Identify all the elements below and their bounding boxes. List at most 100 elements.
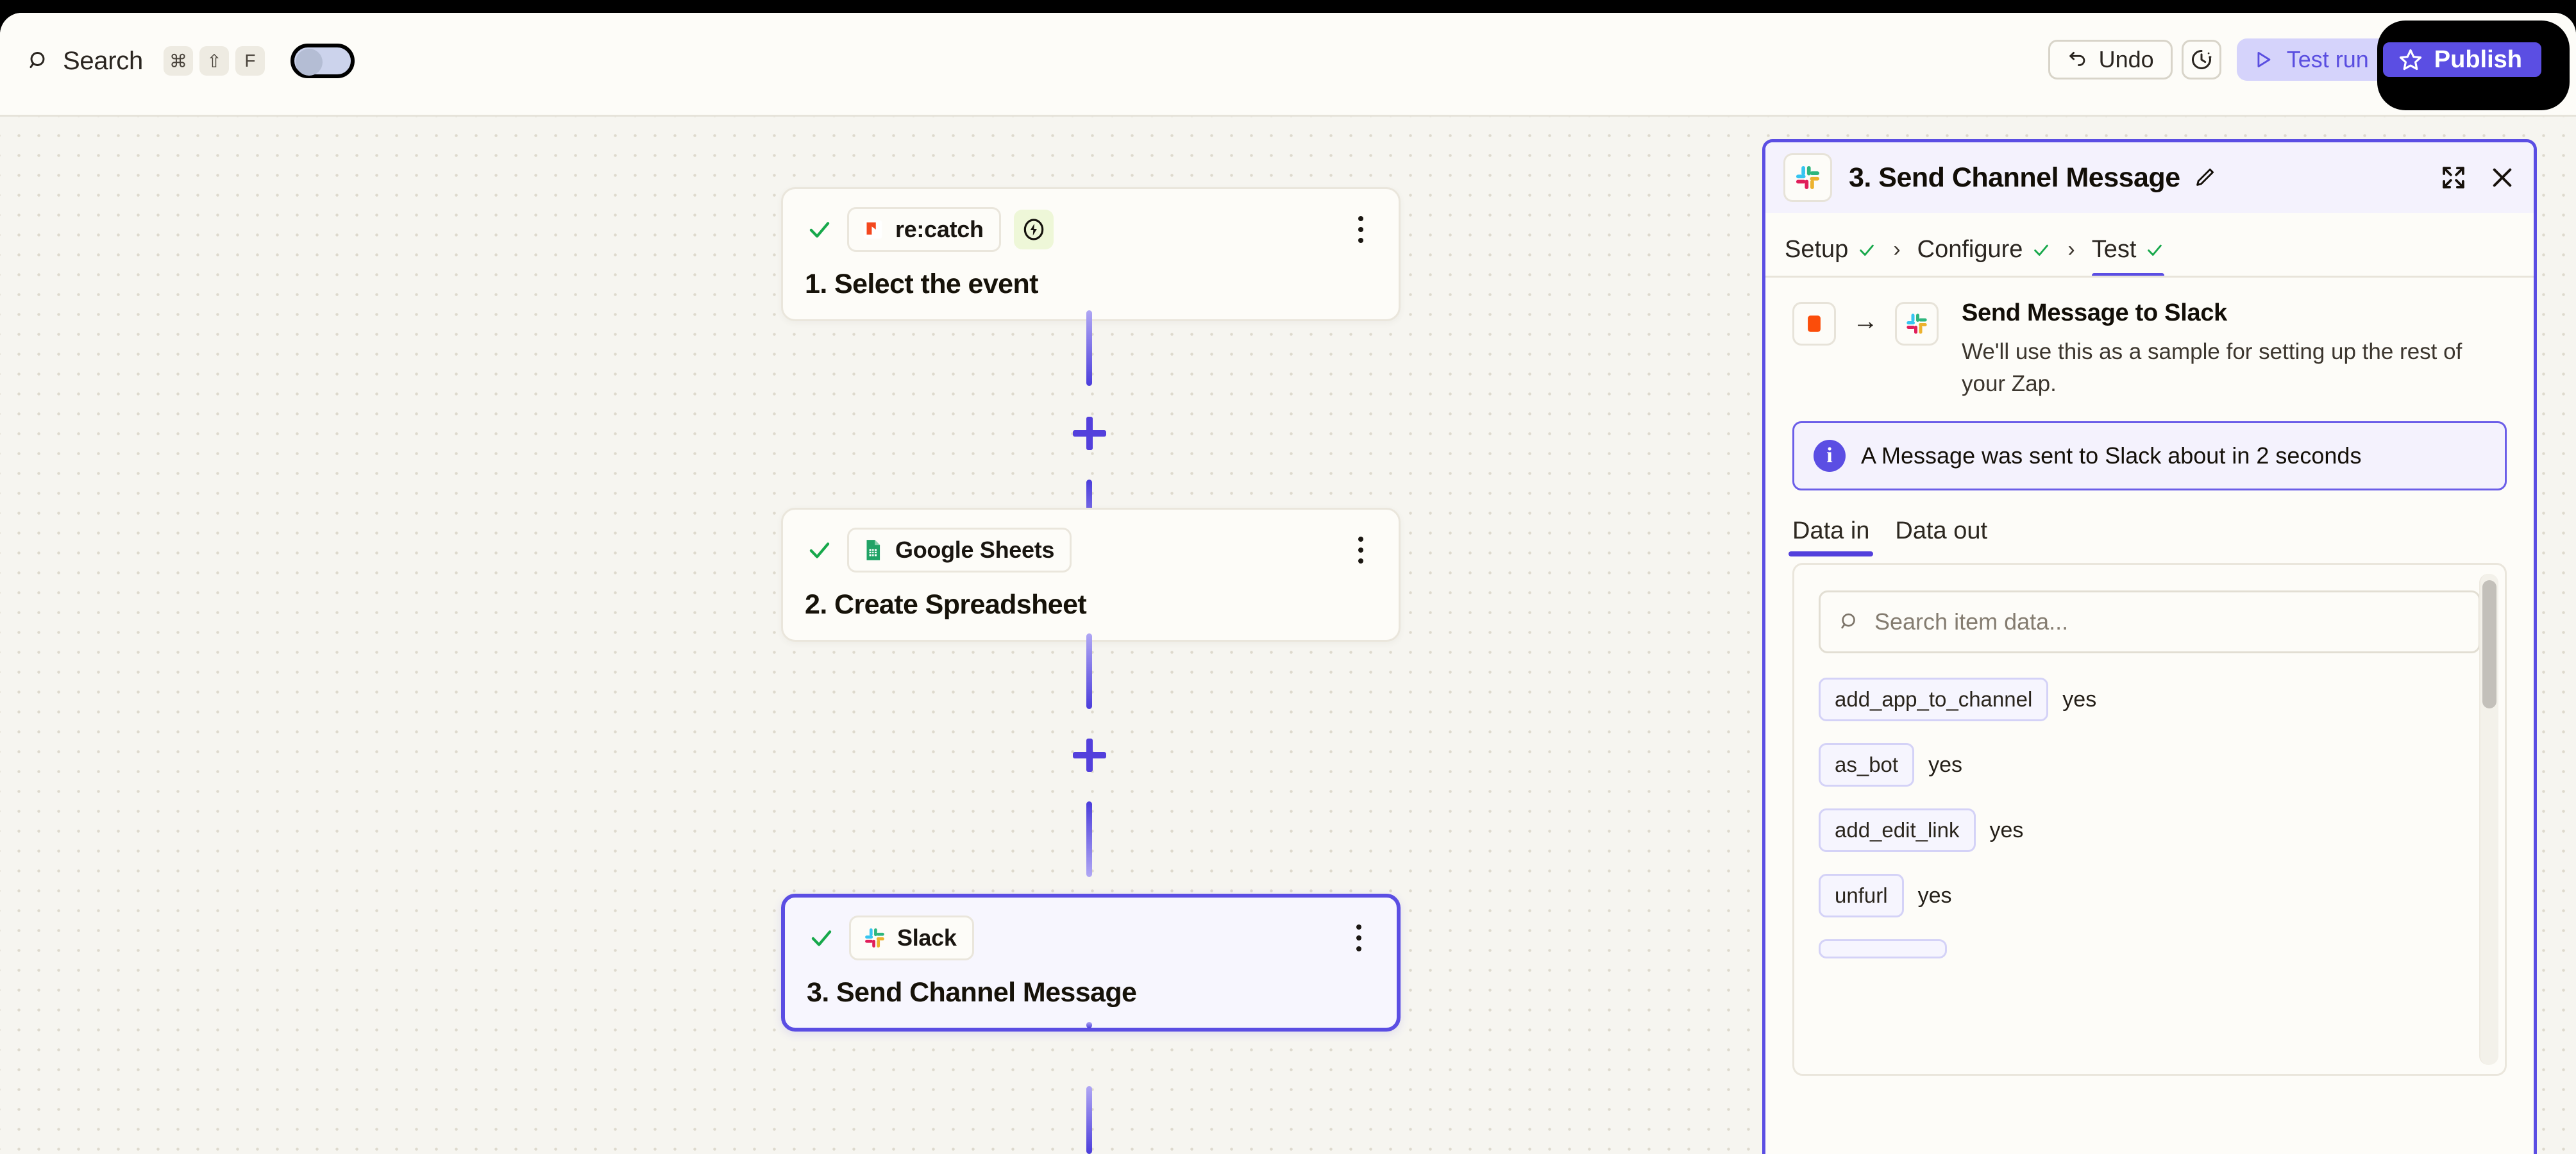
node-header-row: re:catch — [805, 207, 1377, 252]
node-title-text: Create Spreadsheet — [834, 589, 1087, 620]
panel-header: 3. Send Channel Message — [1765, 142, 2534, 213]
add-step-button-1[interactable] — [1073, 417, 1106, 450]
expand-icon[interactable] — [2440, 164, 2467, 191]
top-toolbar: Search ⌘ ⇧ F Undo — [0, 13, 2576, 117]
node-title-text: Send Channel Message — [836, 977, 1137, 1008]
connector-line-3-bottom — [1086, 1086, 1092, 1154]
node-title-text: Select the event — [834, 269, 1038, 299]
lightning-bolt-icon — [1013, 210, 1054, 249]
run-publish-group: Test run Publish — [2236, 21, 2576, 110]
step-detail-panel: 3. Send Channel Message — [1762, 139, 2537, 1154]
step-setup-label: Setup — [1785, 236, 1849, 263]
node-title: 2. Create Spreadsheet — [805, 589, 1377, 621]
clock-history-icon — [2190, 48, 2213, 71]
workflow-node-1[interactable]: re:catch 1. Select the event — [781, 187, 1401, 321]
data-item-row[interactable]: as_bot yes — [1819, 743, 2480, 787]
slack-logo-icon — [863, 926, 887, 950]
data-item-list: add_app_to_channel yes as_bot yes add_ed… — [1794, 678, 2505, 959]
workflow-node-2[interactable]: Google Sheets 2. Create Spreadsheet — [781, 508, 1401, 642]
data-item-value: yes — [1989, 817, 2024, 842]
add-step-button-2[interactable] — [1073, 739, 1106, 772]
shortcut-keys: ⌘ ⇧ F — [163, 46, 265, 76]
node-number: 1. — [805, 269, 827, 299]
data-item-row[interactable]: add_edit_link yes — [1819, 808, 2480, 853]
close-icon[interactable] — [2489, 164, 2516, 191]
test-summary: → Send Message to Slack We' — [1792, 299, 2507, 399]
node-app-chip[interactable]: Slack — [849, 916, 974, 960]
view-toggle-switch[interactable] — [290, 44, 355, 78]
data-item-row-partial[interactable] — [1819, 939, 2480, 959]
play-triangle-icon — [2252, 49, 2274, 71]
data-search-placeholder: Search item data... — [1874, 608, 2069, 635]
panel-header-actions — [2440, 164, 2516, 191]
data-tabs: Data in Data out — [1788, 517, 2507, 557]
pencil-icon[interactable] — [2193, 166, 2216, 189]
step-test-label: Test — [2091, 236, 2137, 263]
step-separator: › — [1893, 237, 1901, 262]
info-banner-text: A Message was sent to Slack about in 2 s… — [1861, 442, 2362, 469]
connector-line-1-top — [1086, 310, 1092, 386]
data-list-scrollbar[interactable] — [2479, 574, 2498, 1066]
slack-logo-icon — [1895, 302, 1939, 346]
arrow-right-icon: → — [1853, 307, 1878, 335]
recatch-logo-icon — [861, 217, 885, 242]
google-sheets-logo-icon — [861, 538, 885, 562]
panel-step-breadcrumb: Setup › Configure › Test — [1765, 213, 2534, 278]
data-item-value: yes — [1928, 752, 1963, 777]
steps-divider — [1765, 276, 2534, 278]
green-check-icon — [2032, 240, 2051, 260]
search-icon — [26, 48, 51, 74]
search-group[interactable]: Search ⌘ ⇧ F — [26, 44, 355, 78]
shortcut-key-shift: ⇧ — [199, 46, 229, 76]
search-label: Search — [63, 46, 143, 75]
publish-button[interactable]: Publish — [2378, 38, 2545, 81]
panel-title: 3. Send Channel Message — [1849, 162, 2180, 193]
summary-description: We'll use this as a sample for setting u… — [1962, 339, 2462, 396]
data-search-input[interactable]: Search item data... — [1819, 590, 2480, 654]
test-run-label: Test run — [2286, 46, 2369, 72]
panel-body: → Send Message to Slack We' — [1765, 278, 2534, 1076]
toolbar-actions: Undo — [2048, 21, 2576, 110]
kebab-menu-icon[interactable] — [1346, 530, 1376, 570]
kebab-menu-icon[interactable] — [1344, 918, 1374, 958]
toggle-knob — [295, 49, 323, 76]
node-header-row: Google Sheets — [805, 528, 1377, 573]
tab-data-out[interactable]: Data out — [1895, 517, 1988, 545]
node-app-name: Slack — [897, 924, 957, 951]
summary-title: Send Message to Slack — [1962, 299, 2227, 326]
info-banner: i A Message was sent to Slack about in 2… — [1792, 421, 2507, 491]
data-item-row[interactable]: unfurl yes — [1819, 874, 2480, 918]
connector-line-2-top — [1086, 633, 1092, 709]
app-window: Search ⌘ ⇧ F Undo — [0, 13, 2576, 1154]
node-app-chip[interactable]: re:catch — [847, 207, 1001, 252]
green-check-icon — [1857, 240, 1876, 260]
undo-arrow-icon — [2067, 49, 2089, 71]
node-number: 3. — [807, 977, 829, 1008]
search-icon — [1839, 611, 1860, 633]
undo-button[interactable]: Undo — [2048, 40, 2173, 79]
test-run-button[interactable]: Test run — [2236, 38, 2387, 81]
step-configure[interactable]: Configure — [1917, 236, 2051, 278]
data-item-value: yes — [2062, 687, 2097, 712]
node-title: 3. Send Channel Message — [807, 977, 1375, 1008]
data-item-key — [1819, 939, 1947, 959]
node-number: 2. — [805, 589, 827, 620]
data-item-key: unfurl — [1819, 874, 1904, 918]
node-app-chip[interactable]: Google Sheets — [847, 528, 1072, 573]
orange-square-icon — [1792, 302, 1836, 346]
step-setup[interactable]: Setup — [1785, 236, 1876, 278]
step-test[interactable]: Test — [2091, 236, 2165, 278]
data-item-key: add_app_to_channel — [1819, 678, 2049, 722]
workflow-node-3[interactable]: Slack 3. Send Channel Message — [781, 894, 1401, 1032]
scrollbar-thumb[interactable] — [2482, 580, 2496, 709]
node-header-row: Slack — [807, 916, 1375, 960]
tab-data-in[interactable]: Data in — [1788, 517, 1874, 557]
green-check-icon — [2145, 240, 2164, 260]
node-app-name: re:catch — [895, 216, 984, 242]
kebab-menu-icon[interactable] — [1346, 210, 1376, 249]
data-item-row[interactable]: add_app_to_channel yes — [1819, 678, 2480, 722]
run-history-button[interactable] — [2181, 40, 2221, 79]
summary-text-block: Send Message to Slack We'll use this as … — [1962, 299, 2475, 399]
shortcut-key-cmd: ⌘ — [163, 46, 193, 76]
publish-label: Publish — [2434, 46, 2522, 73]
